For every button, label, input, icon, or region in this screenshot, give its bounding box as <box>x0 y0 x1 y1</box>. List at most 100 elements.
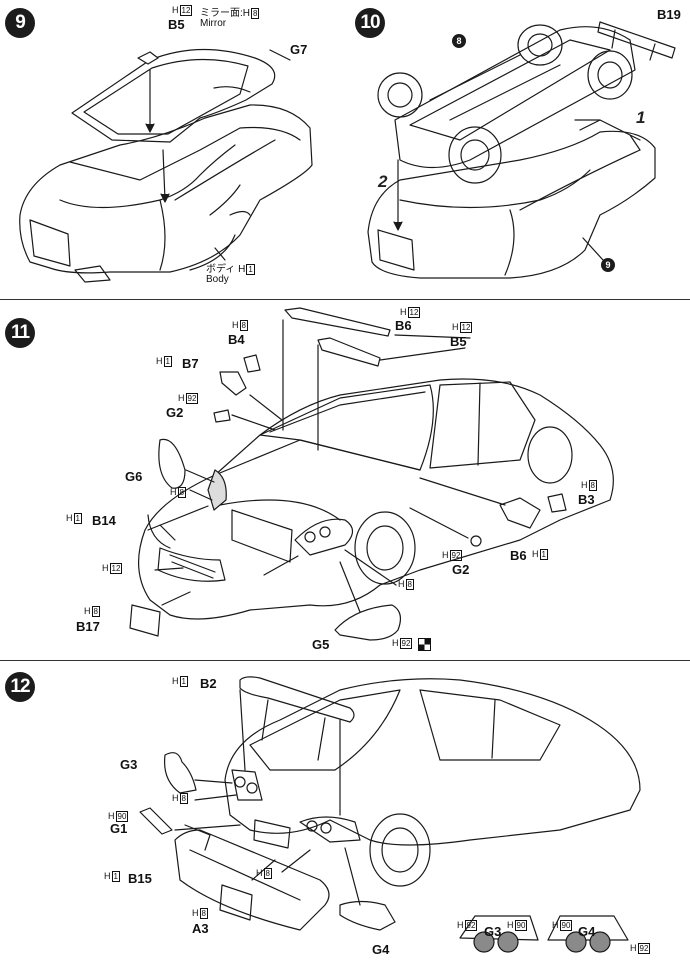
label-g6: G6 <box>125 469 143 484</box>
wheel-front-right <box>448 126 502 184</box>
car-body-rear <box>224 678 641 846</box>
part-b6-mirror <box>499 497 541 529</box>
label-b4: B4 <box>228 332 245 347</box>
body-english-note: Body <box>206 274 229 285</box>
step-number-12: 12 <box>5 672 35 702</box>
part-b7 <box>219 371 247 396</box>
step10-drawing <box>367 21 676 279</box>
part-g4 <box>339 900 396 931</box>
rear-spoiler-b2 <box>239 676 355 723</box>
label-b5: B5 <box>168 17 185 32</box>
part-g2 <box>213 409 231 423</box>
label-g2: G2 <box>166 405 184 420</box>
detail-label-g3: G3 <box>484 924 502 939</box>
part-g6 <box>158 438 186 489</box>
window-glass-g7 <box>71 48 276 143</box>
part-g5 <box>334 604 402 641</box>
rear-bumper-b15 <box>174 829 330 931</box>
mirror-b5 <box>137 51 159 65</box>
label-a3: A3 <box>192 921 209 936</box>
label-b17: B17 <box>76 619 100 634</box>
wheel-front-step11 <box>354 511 416 585</box>
part-g1 <box>139 807 173 835</box>
body-shell <box>19 104 313 274</box>
wheel-front-left <box>377 72 423 118</box>
label-b19: B19 <box>657 7 681 22</box>
step-number-9: 9 <box>5 8 35 38</box>
label-b2: B2 <box>200 676 217 691</box>
part-b3 <box>547 493 567 513</box>
step11-drawing <box>129 307 614 641</box>
rear-wing-b19 <box>597 21 676 59</box>
mirror-english-note: Mirror <box>200 18 227 29</box>
label-g1: G1 <box>110 821 128 836</box>
label-b5-wiper: B5 <box>450 334 467 349</box>
divider-top <box>0 299 690 300</box>
step-number-11: 11 <box>5 318 35 348</box>
order-1: 1 <box>636 108 646 127</box>
metallic-finish-icon <box>418 638 431 651</box>
divider-bottom <box>0 660 690 661</box>
marker-9: 9 <box>601 258 615 272</box>
label-b6-wiper: B6 <box>395 318 412 333</box>
part-a3 <box>219 884 253 921</box>
label-g3: G3 <box>120 757 138 772</box>
chassis <box>394 26 636 169</box>
wiper-b5 <box>317 337 381 367</box>
step12-drawing <box>139 676 641 953</box>
part-g3 <box>163 752 197 794</box>
step9-drawing <box>19 48 313 283</box>
label-g7: G7 <box>290 42 308 57</box>
wheel-rear-right <box>587 50 633 100</box>
part-g2-right <box>470 535 482 547</box>
detail-label-g4: G4 <box>578 924 596 939</box>
step10-body <box>367 130 656 279</box>
part-b14 <box>147 514 176 549</box>
tail-light-left <box>231 769 263 801</box>
order-2: 2 <box>378 172 388 191</box>
wiper-b6 <box>284 307 391 337</box>
label-b15: B15 <box>128 871 152 886</box>
label-g5: G5 <box>312 637 330 652</box>
wheel-rear-step12 <box>369 813 431 887</box>
label-b14: B14 <box>92 513 116 528</box>
label-g4: G4 <box>372 942 390 957</box>
label-b6-mirror: B6 <box>510 548 527 563</box>
step-number-10: 10 <box>355 8 385 38</box>
marker-8: 8 <box>452 34 466 48</box>
label-g2-right: G2 <box>452 562 470 577</box>
label-b3: B3 <box>578 492 595 507</box>
headlight-right <box>294 518 354 556</box>
car-body-front <box>137 378 614 620</box>
tail-light-right <box>299 816 361 843</box>
